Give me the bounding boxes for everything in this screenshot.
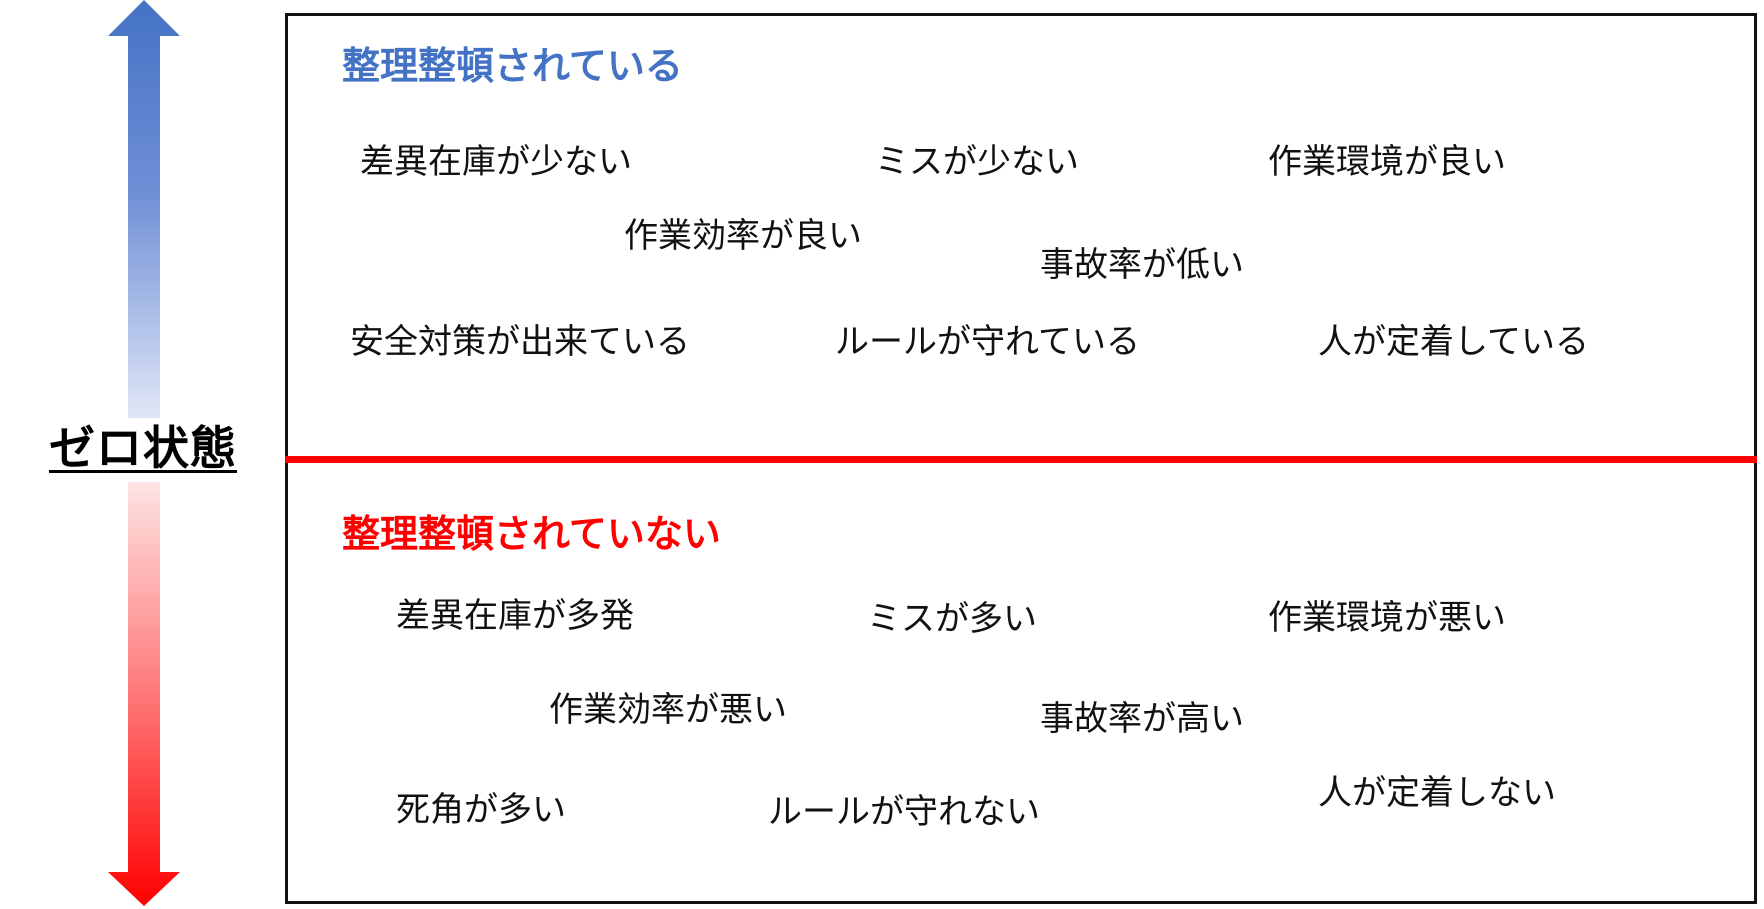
bottom-item: 事故率が高い — [1040, 699, 1244, 739]
bottom-item: 差異在庫が多発 — [396, 596, 634, 636]
bottom-item: 死角が多い — [396, 790, 566, 830]
bottom-item: 作業環境が悪い — [1268, 598, 1506, 638]
top-item: 事故率が低い — [1040, 245, 1244, 285]
bottom-item: ルールが守れない — [768, 792, 1040, 832]
bottom-item: 人が定着しない — [1318, 773, 1556, 813]
top-item: ミスが少ない — [875, 142, 1079, 182]
top-item: 作業効率が良い — [624, 216, 862, 256]
arrow-down-head — [108, 482, 180, 906]
section-divider — [285, 456, 1757, 463]
axis-label: ゼロ状態 — [30, 418, 256, 478]
vertical-double-arrow — [108, 0, 180, 906]
bottom-item: 作業効率が悪い — [549, 690, 787, 730]
top-item: 安全対策が出来ている — [350, 322, 690, 362]
top-item: 人が定着している — [1318, 322, 1589, 362]
bottom-section-heading: 整理整頓されていない — [342, 512, 721, 556]
top-section-heading: 整理整頓されている — [342, 44, 683, 88]
top-item: 作業環境が良い — [1268, 142, 1506, 182]
top-item: 差異在庫が少ない — [360, 142, 632, 182]
top-item: ルールが守れている — [835, 322, 1140, 362]
bottom-item: ミスが多い — [867, 599, 1037, 639]
arrow-up-head — [108, 0, 180, 430]
